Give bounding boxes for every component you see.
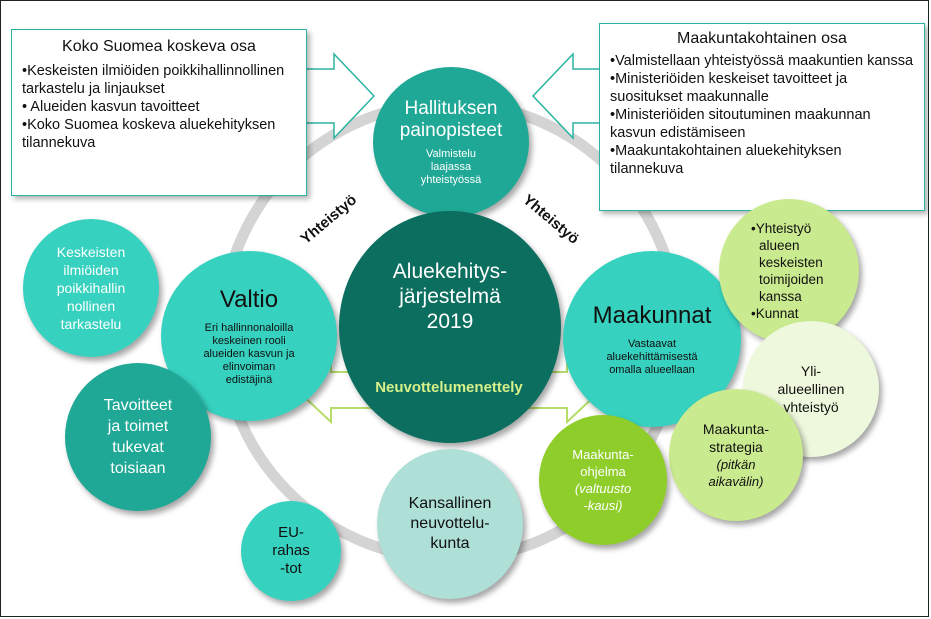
maakunnat-sub: aluekehittämisestä: [606, 350, 698, 363]
keskeisten-line: nollinen: [66, 298, 116, 314]
keskeisten-line: poikkihallin: [56, 280, 126, 296]
hallitus-sub-3: yhteistyössä: [420, 173, 482, 186]
right-box-item: •Ministeriöiden sitoutuminen maakunnan k…: [610, 107, 871, 141]
yhteistyo-alueen-line: alueen: [759, 238, 800, 253]
yli-line: yhteistyö: [783, 399, 839, 415]
center-line: 2019: [426, 310, 474, 333]
keskeisten-circle: Keskeisten ilmiöiden poikkihallin nollin…: [23, 219, 159, 357]
kansallinen-line: kunta: [430, 535, 470, 552]
tavoitteet-line: Tavoitteet: [103, 397, 173, 414]
tavoitteet-line: tukevat: [112, 439, 164, 456]
left-box-list: •Keskeisten ilmiöiden poikkihallinnollin…: [22, 62, 296, 152]
valtio-sub: keskeinen rooli: [212, 334, 286, 347]
arrow-right-to-hallitus: [531, 52, 602, 140]
left-box-title: Koko Suomea koskeva osa: [62, 38, 256, 55]
left-info-box: Koko Suomea koskeva osa •Keskeisten ilmi…: [11, 29, 307, 196]
valtio-sub: Eri hallinnonaloilla: [204, 321, 294, 334]
strategia-line: strategia: [709, 439, 763, 455]
yhteistyo-alueen-circle: •Yhteistyö alueen keskeisten toimijoiden…: [719, 199, 859, 343]
arrow-left-to-hallitus: [305, 52, 376, 140]
maakunnat-title: Maakunnat: [592, 301, 712, 329]
yli-line: alueellinen: [777, 381, 845, 397]
strategia-line: (pitkän: [716, 457, 756, 472]
yhteistyo-alueen-line: •Kunnat: [751, 306, 799, 321]
eu-line: rahas: [272, 542, 310, 559]
hallitus-title-2: painopisteet: [399, 119, 503, 141]
kansallinen-line: neuvottelu-: [410, 515, 490, 532]
ohjelma-line: ohjelma: [580, 464, 626, 479]
yli-line: Yli-: [800, 363, 822, 379]
hallitus-circle: Hallituksen painopisteet Valmistelu laaj…: [373, 67, 529, 217]
tavoitteet-circle: Tavoitteet ja toimet tukevat toisiaan: [65, 363, 211, 511]
center-line: Aluekehitys-: [392, 260, 508, 283]
ohjelma-line: -kausi): [583, 498, 623, 513]
eu-circle: EU- rahas -tot: [241, 501, 341, 601]
yhteistyo-alueen-line: toimijoiden: [759, 272, 824, 287]
right-box-item: •Valmistellaan yhteistyössä maakuntien k…: [610, 53, 914, 69]
hallitus-sub-1: Valmistelu: [426, 147, 476, 160]
ohjelma-circle: Maakunta- ohjelma (valtuusto -kausi): [539, 415, 667, 545]
strategia-line: Maakunta-: [702, 421, 770, 437]
ohjelma-line: Maakunta-: [572, 447, 634, 462]
eu-line: -tot: [280, 560, 302, 577]
valtio-title: Valtio: [219, 285, 279, 313]
yhteistyo-alueen-line: kanssa: [759, 289, 802, 304]
ohjelma-line: (valtuusto: [574, 481, 632, 496]
valtio-sub: alueiden kasvun ja: [203, 347, 295, 360]
tavoitteet-line: toisiaan: [110, 460, 166, 477]
yhteistyo-alueen-line: keskeisten: [759, 255, 823, 270]
kansallinen-line: Kansallinen: [408, 495, 492, 512]
right-info-box: Maakuntakohtainen osa •Valmistellaan yht…: [599, 23, 925, 211]
keskeisten-line: Keskeisten: [56, 244, 126, 260]
left-box-item: • Alueiden kasvun tavoitteet: [22, 99, 200, 115]
eu-line: EU-: [278, 524, 304, 541]
hallitus-title-1: Hallituksen: [404, 97, 498, 119]
valtio-sub: edistäjinä: [225, 373, 273, 386]
maakunnat-sub: omalla alueellaan: [609, 363, 695, 376]
maakunnat-sub: Vastaavat: [627, 337, 677, 350]
center-line: järjestelmä: [399, 285, 501, 308]
right-box-list: •Valmistellaan yhteistyössä maakuntien k…: [610, 52, 914, 178]
hallitus-sub-2: laajassa: [430, 160, 472, 173]
right-box-item: •Ministeriöiden keskeiset tavoitteet ja …: [610, 71, 848, 105]
strategia-line: aikavälin): [708, 474, 764, 489]
center-circle: Aluekehitys- järjestelmä 2019: [339, 211, 561, 443]
right-box-title: Maakuntakohtainen osa: [677, 30, 847, 47]
keskeisten-line: tarkastelu: [60, 316, 122, 332]
keskeisten-line: ilmiöiden: [63, 262, 119, 278]
left-box-item: •Keskeisten ilmiöiden poikkihallinnollin…: [22, 63, 285, 97]
neuvottelu-label: Neuvottelumenettely: [375, 379, 523, 396]
strategia-circle: Maakunta- strategia (pitkän aikavälin): [669, 389, 803, 521]
right-box-item: •Maakuntakohtainen aluekehityksen tilann…: [610, 143, 842, 177]
valtio-sub: elinvoiman: [222, 360, 276, 373]
yli-circle: Yli- alueellinen yhteistyö: [743, 321, 879, 457]
kansallinen-circle: Kansallinen neuvottelu- kunta: [377, 449, 523, 599]
tavoitteet-line: ja toimet: [107, 418, 169, 435]
yhteistyo-alueen-line: •Yhteistyö: [751, 221, 812, 236]
left-box-item: •Koko Suomea koskeva aluekehityksen tila…: [22, 117, 276, 151]
